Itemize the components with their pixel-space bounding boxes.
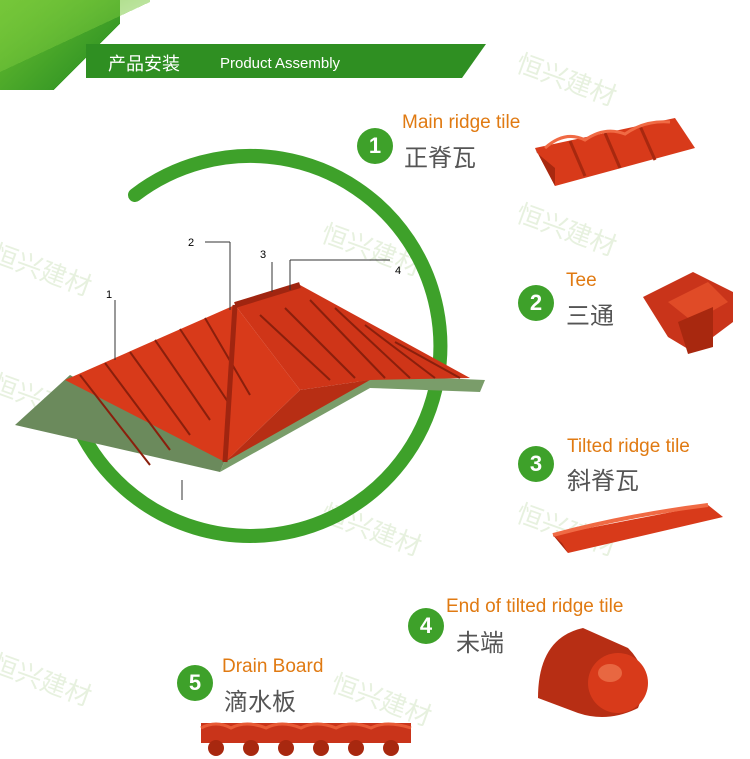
- badge-3: 3: [518, 446, 554, 482]
- part-1-name-en: Main ridge tile: [402, 112, 521, 133]
- part-4-name-cn: 未端: [456, 629, 504, 657]
- tilted-ridge-end-tile-image: [538, 628, 648, 717]
- main-ridge: [234, 282, 301, 308]
- roof-slope-right: [235, 285, 470, 390]
- part-5-name-en: Drain Board: [222, 656, 324, 677]
- roof-hip: [225, 380, 370, 462]
- part-3-name-en: Tilted ridge tile: [567, 436, 690, 457]
- badge-2: 2: [518, 285, 554, 321]
- banner-title-en: Product Assembly: [220, 55, 341, 72]
- part-5-name-cn: 滴水板: [224, 688, 296, 716]
- part-1-name-cn: 正脊瓦: [404, 144, 476, 172]
- callout-1: 1: [106, 289, 112, 301]
- callout-lines: [114, 241, 390, 500]
- roof-slope-left: [65, 305, 300, 462]
- part-2-name-cn: 三通: [566, 302, 614, 330]
- callout-2: 2: [188, 237, 194, 249]
- callout-4: 4: [395, 265, 401, 277]
- drain-board-image: [200, 722, 412, 756]
- roof-board-right: [220, 375, 485, 472]
- roof-board-left: [15, 375, 225, 472]
- tee-tile-image: [643, 272, 733, 354]
- tilted-ridge-tile-image: [552, 503, 723, 553]
- tilted-ridge: [222, 304, 238, 463]
- callout-3: 3: [260, 249, 266, 261]
- part-2-name-en: Tee: [566, 270, 597, 291]
- part-4-name-en: End of tilted ridge tile: [446, 596, 624, 617]
- badge-1: 1: [357, 128, 393, 164]
- main-ridge-tile-image: [535, 118, 695, 186]
- banner-title-cn: 产品安装: [108, 54, 180, 75]
- badge-4: 4: [408, 608, 444, 644]
- badge-5: 5: [177, 665, 213, 701]
- roof-diagram: 1 2 3 4 5: [15, 237, 485, 500]
- part-3-name-cn: 斜脊瓦: [567, 467, 639, 495]
- header-banner: 产品安装 Product Assembly: [0, 0, 750, 90]
- tile-lines: [79, 299, 461, 466]
- banner-stripe: [86, 44, 486, 78]
